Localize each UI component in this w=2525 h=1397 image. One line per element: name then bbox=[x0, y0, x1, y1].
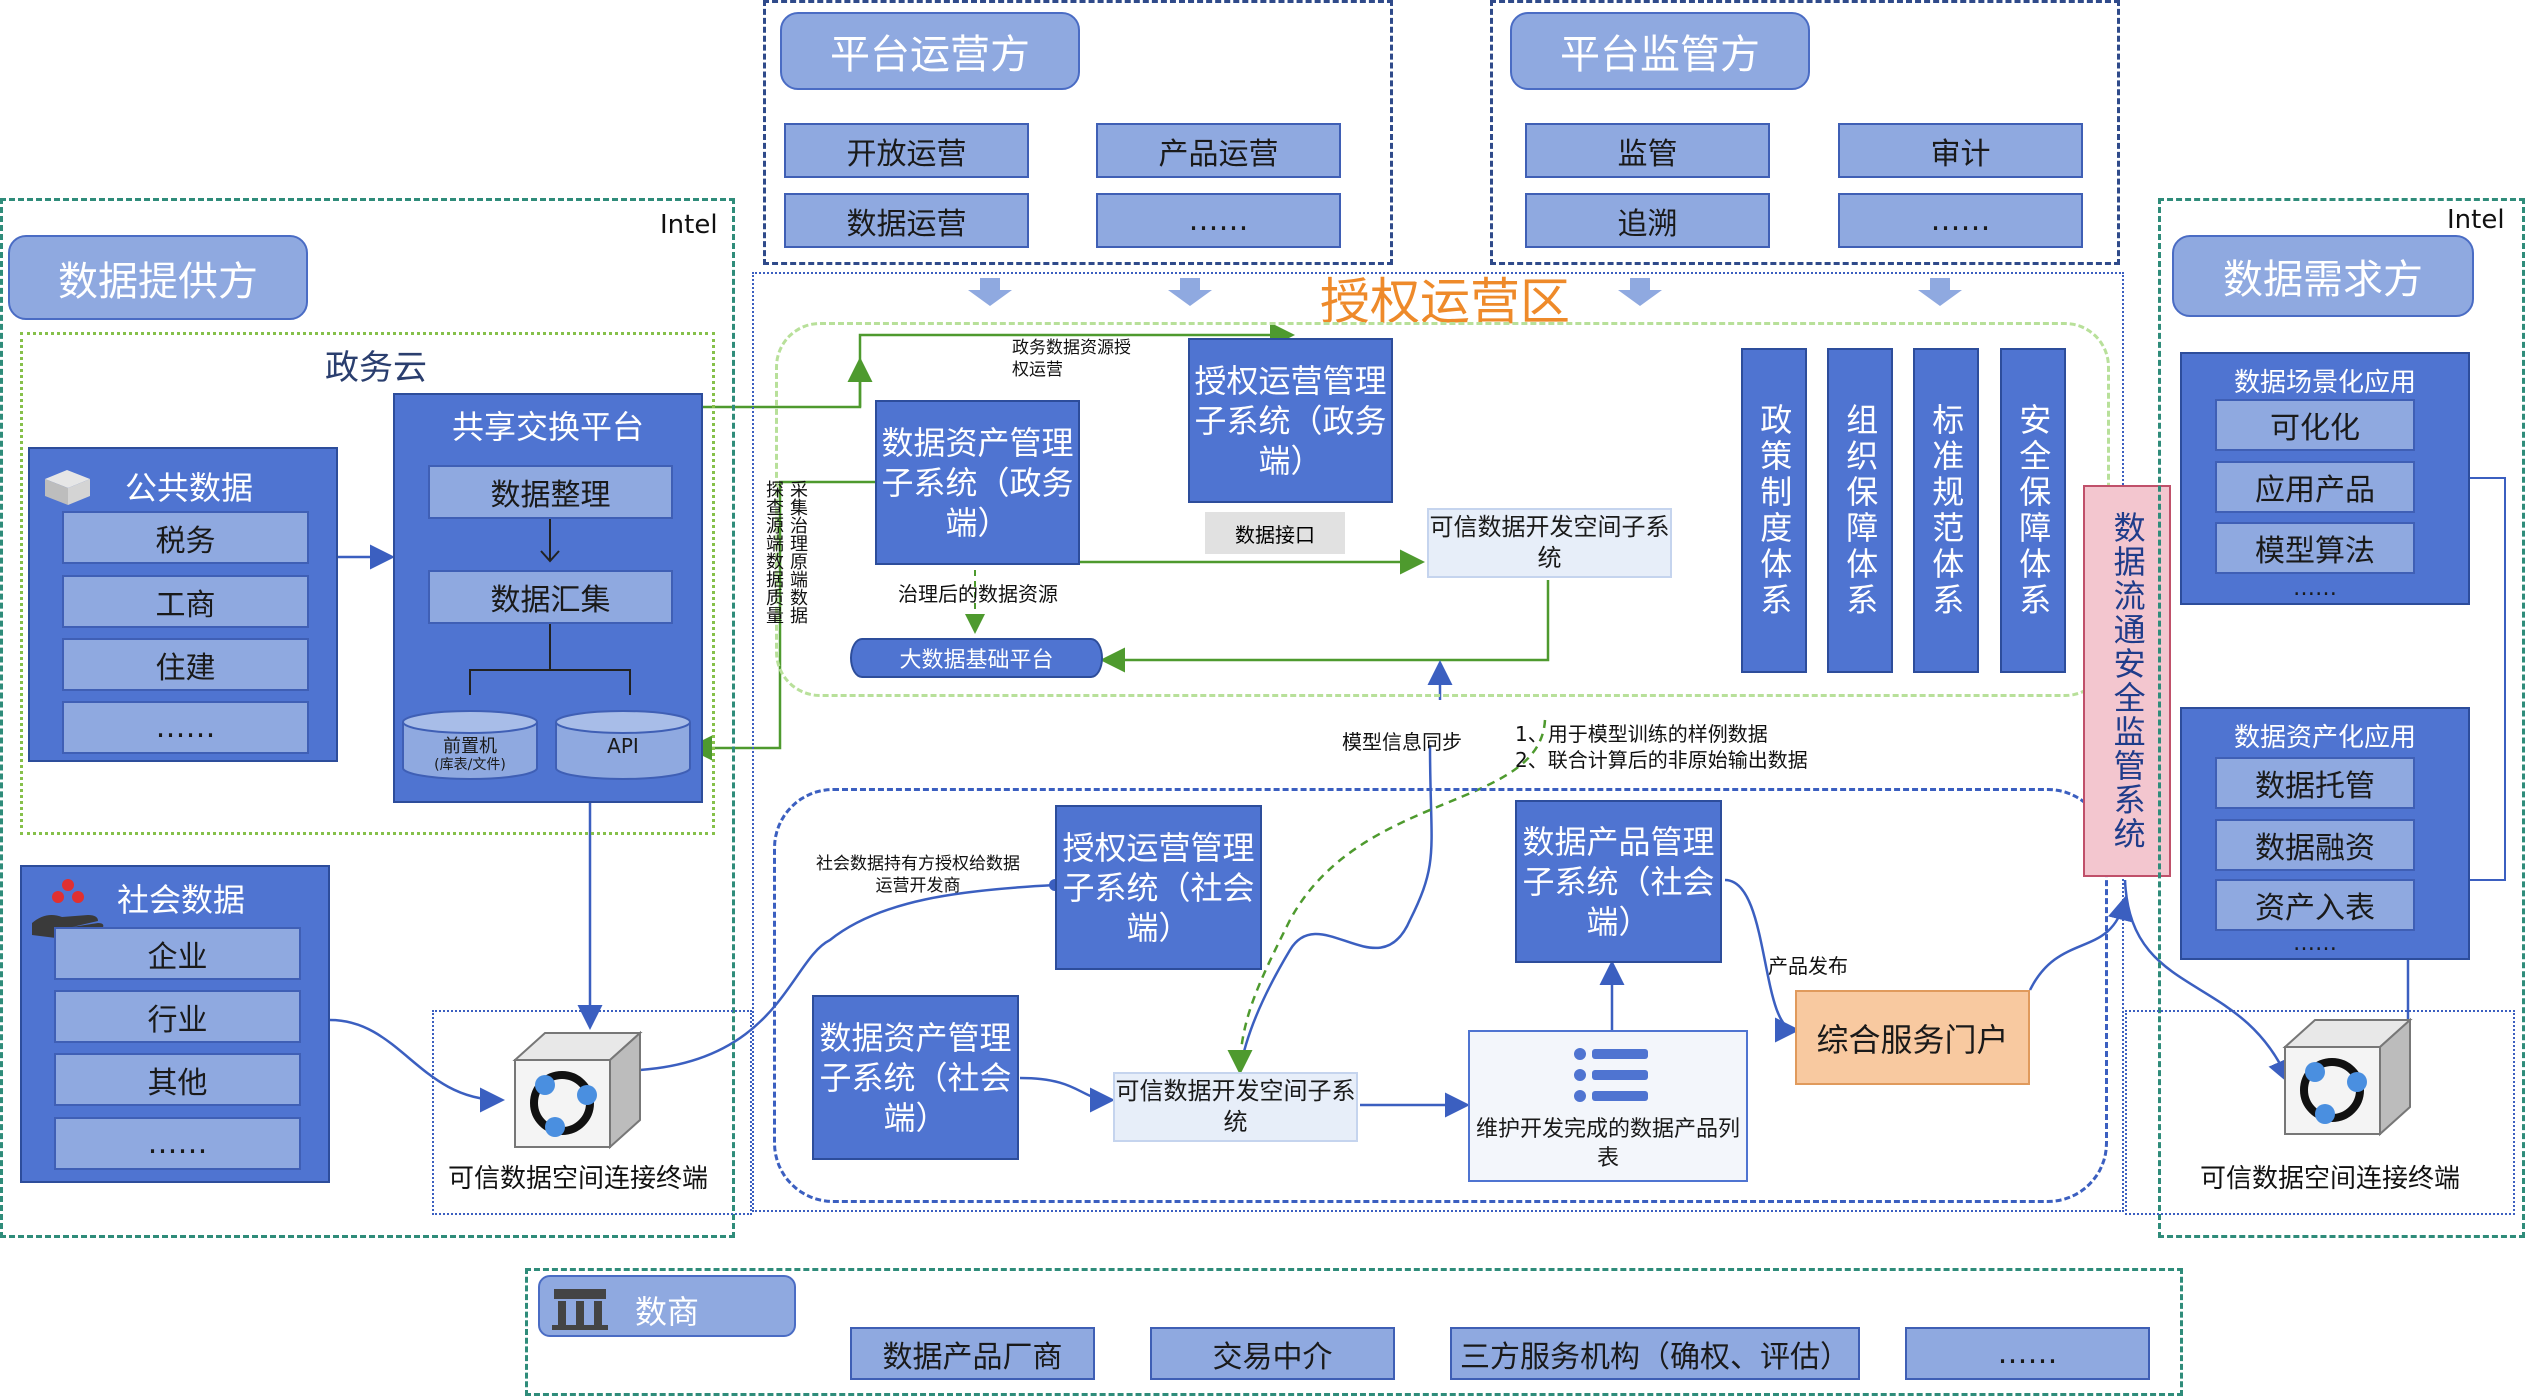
public-item-more: …… bbox=[62, 701, 309, 754]
scene-app-box: 数据场景化应用 可化化 应用产品 模型算法 …… bbox=[2180, 352, 2470, 605]
operator-item-more: …… bbox=[1096, 193, 1341, 248]
merchant-item-more: …… bbox=[1905, 1327, 2150, 1380]
front-server-sub: (库表/文件) bbox=[434, 757, 506, 773]
scene-item-visual: 可化化 bbox=[2215, 399, 2415, 451]
asset-item-balance: 资产入表 bbox=[2215, 879, 2415, 931]
right-terminal-region bbox=[2125, 1010, 2515, 1215]
front-server-label: 前置机 bbox=[443, 736, 497, 757]
usage-label-1: 1、用于模型训练的样例数据 bbox=[1515, 722, 1768, 746]
intel-label-left: Intel bbox=[660, 210, 718, 240]
public-item-tax: 税务 bbox=[62, 511, 309, 564]
gov-cloud-title: 政务云 bbox=[325, 348, 427, 388]
demand-title: 数据需求方 bbox=[2172, 235, 2474, 317]
scene-item-product: 应用产品 bbox=[2215, 461, 2415, 513]
system-organization: 组织保障体系 bbox=[1827, 348, 1893, 673]
usage-label-2: 2、联合计算后的非原始输出数据 bbox=[1515, 748, 1808, 772]
exchange-item-organize: 数据整理 bbox=[428, 465, 673, 519]
social-item-industry: 行业 bbox=[54, 990, 301, 1043]
regulator-item-audit: 审计 bbox=[1838, 123, 2083, 178]
product-list-box: 维护开发完成的数据产品列表 bbox=[1468, 1030, 1748, 1182]
collect-label: 采集治理原端数据 bbox=[787, 480, 808, 624]
left-terminal-icon bbox=[505, 1025, 645, 1155]
api-db: API bbox=[553, 710, 693, 780]
social-side-area bbox=[773, 788, 2108, 1203]
gov-dev-space-box: 可信数据开发空间子系统 bbox=[1427, 508, 1672, 578]
merchant-header: 数商 bbox=[538, 1275, 796, 1337]
public-data-title: 公共数据 bbox=[125, 469, 254, 507]
asset-item-finance: 数据融资 bbox=[2215, 819, 2415, 871]
system-security: 安全保障体系 bbox=[2000, 348, 2066, 673]
regulator-item-trace: 追溯 bbox=[1525, 193, 1770, 248]
merchant-region bbox=[525, 1268, 2183, 1396]
building-icon bbox=[550, 1283, 610, 1331]
left-terminal-region bbox=[432, 1010, 752, 1215]
system-standard: 标准规范体系 bbox=[1913, 348, 1979, 673]
exchange-title: 共享交换平台 bbox=[451, 408, 644, 446]
operator-title: 平台运营方 bbox=[780, 12, 1080, 90]
merchant-title: 数商 bbox=[635, 1293, 700, 1331]
data-interface-label: 数据接口 bbox=[1205, 512, 1345, 554]
gov-auth-label: 政务数据资源授权运营 bbox=[1012, 338, 1131, 381]
regulator-region bbox=[1490, 0, 2120, 265]
gov-asset-mgmt-box: 数据资产管理子系统（政务端） bbox=[875, 400, 1080, 565]
publish-label: 产品发布 bbox=[1768, 954, 1848, 978]
social-item-enterprise: 企业 bbox=[54, 927, 301, 980]
social-auth-mgmt-box: 授权运营管理子系统（社会端） bbox=[1055, 805, 1262, 970]
merchant-item-broker: 交易中介 bbox=[1150, 1327, 1395, 1380]
operator-item-product: 产品运营 bbox=[1096, 123, 1341, 178]
operator-item-data: 数据运营 bbox=[784, 193, 1029, 248]
api-label: API bbox=[607, 734, 639, 758]
governed-data-label: 治理后的数据资源 bbox=[898, 582, 1058, 606]
bigdata-platform: 大数据基础平台 bbox=[850, 638, 1103, 678]
scene-app-title: 数据场景化应用 bbox=[2233, 368, 2416, 398]
front-server-db: 前置机 (库表/文件) bbox=[400, 710, 540, 780]
public-item-commerce: 工商 bbox=[62, 575, 309, 628]
exchange-platform-box: 共享交换平台 数据整理 数据汇集 前置机 (库表/文件) API bbox=[393, 393, 703, 803]
provider-region bbox=[0, 198, 735, 1238]
social-auth-label: 社会数据持有方授权给数据运营开发商 bbox=[816, 854, 1020, 897]
merchant-item-third-party: 三方服务机构（确权、评估） bbox=[1450, 1327, 1860, 1380]
exchange-item-collect: 数据汇集 bbox=[428, 570, 673, 624]
gov-cloud-region bbox=[20, 332, 715, 835]
asset-item-more: …… bbox=[2293, 930, 2337, 956]
scene-item-model: 模型算法 bbox=[2215, 522, 2415, 574]
regulator-item-more: …… bbox=[1838, 193, 2083, 248]
service-portal: 综合服务门户 bbox=[1795, 990, 2030, 1085]
social-asset-mgmt-box: 数据资产管理子系统（社会端） bbox=[812, 995, 1019, 1160]
merchant-item-vendor: 数据产品厂商 bbox=[850, 1327, 1095, 1380]
system-policy: 政策制度体系 bbox=[1741, 348, 1807, 673]
operator-item-open: 开放运营 bbox=[784, 123, 1029, 178]
social-product-mgmt-box: 数据产品管理子系统（社会端） bbox=[1515, 800, 1722, 963]
zone-title: 授权运营区 bbox=[1320, 273, 1570, 331]
exchange-tree-lines bbox=[469, 519, 631, 695]
operator-region bbox=[763, 0, 1393, 265]
cube-icon bbox=[40, 467, 95, 507]
provider-title: 数据提供方 bbox=[8, 235, 308, 320]
social-item-other: 其他 bbox=[54, 1053, 301, 1106]
asset-app-title: 数据资产化应用 bbox=[2233, 723, 2416, 753]
model-sync-label: 模型信息同步 bbox=[1342, 730, 1462, 754]
public-data-box: 公共数据 税务 工商 住建 …… bbox=[28, 447, 338, 762]
probe-label: 探查源端数据质量 bbox=[763, 480, 784, 624]
gov-auth-mgmt-box: 授权运营管理子系统（政务端） bbox=[1188, 338, 1393, 503]
social-data-title: 社会数据 bbox=[117, 881, 246, 919]
scene-item-more: …… bbox=[2293, 575, 2337, 601]
regulator-item-supervise: 监管 bbox=[1525, 123, 1770, 178]
product-list-label: 维护开发完成的数据产品列表 bbox=[1475, 1117, 1740, 1171]
intel-label-right: Intel bbox=[2447, 205, 2505, 235]
left-terminal-label: 可信数据空间连接终端 bbox=[448, 1164, 709, 1194]
social-data-box: 社会数据 企业 行业 其他 …… bbox=[20, 865, 330, 1183]
right-terminal-icon bbox=[2275, 1012, 2415, 1142]
list-icon bbox=[1560, 1044, 1660, 1106]
right-terminal-label: 可信数据空间连接终端 bbox=[2200, 1164, 2461, 1194]
regulator-title: 平台监管方 bbox=[1510, 12, 1810, 90]
social-item-more: …… bbox=[54, 1117, 301, 1170]
demand-region bbox=[2158, 198, 2525, 1238]
asset-app-box: 数据资产化应用 数据托管 数据融资 资产入表 …… bbox=[2180, 707, 2470, 960]
asset-item-custody: 数据托管 bbox=[2215, 757, 2415, 809]
security-monitor-system: 数据流通安全监管系统 bbox=[2083, 485, 2171, 877]
social-dev-space-box: 可信数据开发空间子系统 bbox=[1113, 1072, 1358, 1142]
public-item-housing: 住建 bbox=[62, 638, 309, 691]
